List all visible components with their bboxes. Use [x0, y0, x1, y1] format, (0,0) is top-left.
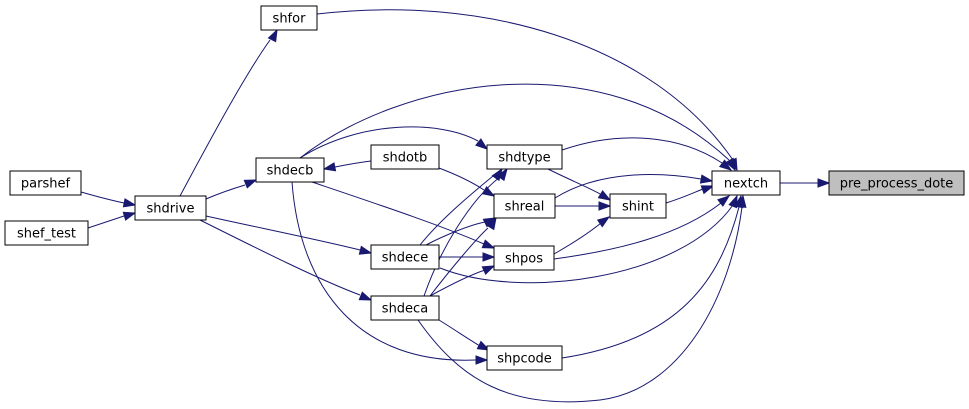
edge-shdecb-to-shpcode [291, 181, 489, 365]
edge-shdece-to-shdtype [419, 167, 503, 246]
node-shdece[interactable]: shdece [370, 244, 440, 270]
node-parshef[interactable]: parshef [9, 170, 82, 196]
node-label: shreal [505, 200, 545, 215]
edge-shdeca-to-shpos [429, 265, 496, 297]
node-shdeca[interactable]: shdeca [370, 295, 440, 321]
node-label: shdecb [267, 164, 314, 179]
edge-shdecb-to-nextch [299, 83, 736, 172]
node-shreal[interactable]: shreal [493, 193, 556, 219]
edge-parshef-to-shdrive [80, 191, 137, 208]
node-shfor[interactable]: shfor [260, 5, 318, 31]
node-label: shfor [273, 12, 307, 27]
node-pre-process-dote[interactable]: pre_process_dote [828, 170, 965, 196]
edge-shdeca-to-shpcode [438, 319, 491, 351]
edge-shdece-to-shpos [439, 252, 496, 262]
node-label: shdotb [383, 151, 428, 166]
edge-shdtype-to-nextch [561, 137, 733, 171]
edge-shpos-to-shint [553, 216, 611, 255]
node-shpos[interactable]: shpos [493, 245, 555, 271]
node-label: shdeca [382, 302, 428, 317]
node-label: pre_process_dote [840, 177, 954, 192]
edge-shdrive-to-shdecb [205, 179, 258, 200]
edge-shpcode-to-nextch [561, 194, 744, 359]
call-nodes: pre_process_dote nextch shfor shdecb shd… [4, 5, 965, 371]
edge-shef-test-to-shdrive [87, 211, 137, 229]
node-shef-test[interactable]: shef_test [4, 220, 89, 246]
edge-shdrive-to-shfor [179, 28, 278, 197]
edge-shdeca-to-shreal [429, 216, 497, 297]
edge-shint-to-nextch [665, 185, 715, 204]
node-shdrive[interactable]: shdrive [134, 195, 207, 221]
node-label: shdece [382, 251, 428, 266]
node-label: shdtype [498, 151, 550, 166]
node-label: shdrive [147, 202, 195, 217]
edge-shdotb-to-shdecb [322, 160, 372, 172]
node-nextch[interactable]: nextch [711, 170, 781, 196]
edge-shdecb-to-shpos [311, 181, 496, 249]
node-shdtype[interactable]: shdtype [486, 144, 563, 170]
edge-shdrive-to-shdeca [199, 219, 373, 301]
node-shint[interactable]: shint [609, 193, 667, 219]
node-label: shpcode [497, 352, 552, 367]
edge-shdtype-to-shint [547, 168, 612, 201]
call-edges [80, 9, 831, 403]
edge-shreal-to-shint [555, 201, 612, 211]
node-label: nextch [724, 177, 768, 192]
edge-shdeca-to-shdtype [423, 167, 508, 297]
edge-nextch-to-pre-process-dote [780, 178, 831, 188]
edge-shdece-to-nextch [439, 194, 738, 284]
node-shdecb[interactable]: shdecb [255, 157, 325, 183]
edge-shdecb-to-shdtype [299, 126, 489, 159]
node-shdotb[interactable]: shdotb [370, 144, 440, 170]
node-label: shint [622, 200, 654, 215]
edge-shpos-to-nextch [553, 195, 731, 260]
node-label: shpos [505, 252, 543, 267]
edge-shdrive-to-shdece [205, 215, 373, 255]
node-label: parshef [21, 177, 71, 192]
edge-shreal-to-nextch [554, 174, 714, 199]
node-label: shef_test [17, 227, 76, 242]
node-shpcode[interactable]: shpcode [486, 345, 563, 371]
